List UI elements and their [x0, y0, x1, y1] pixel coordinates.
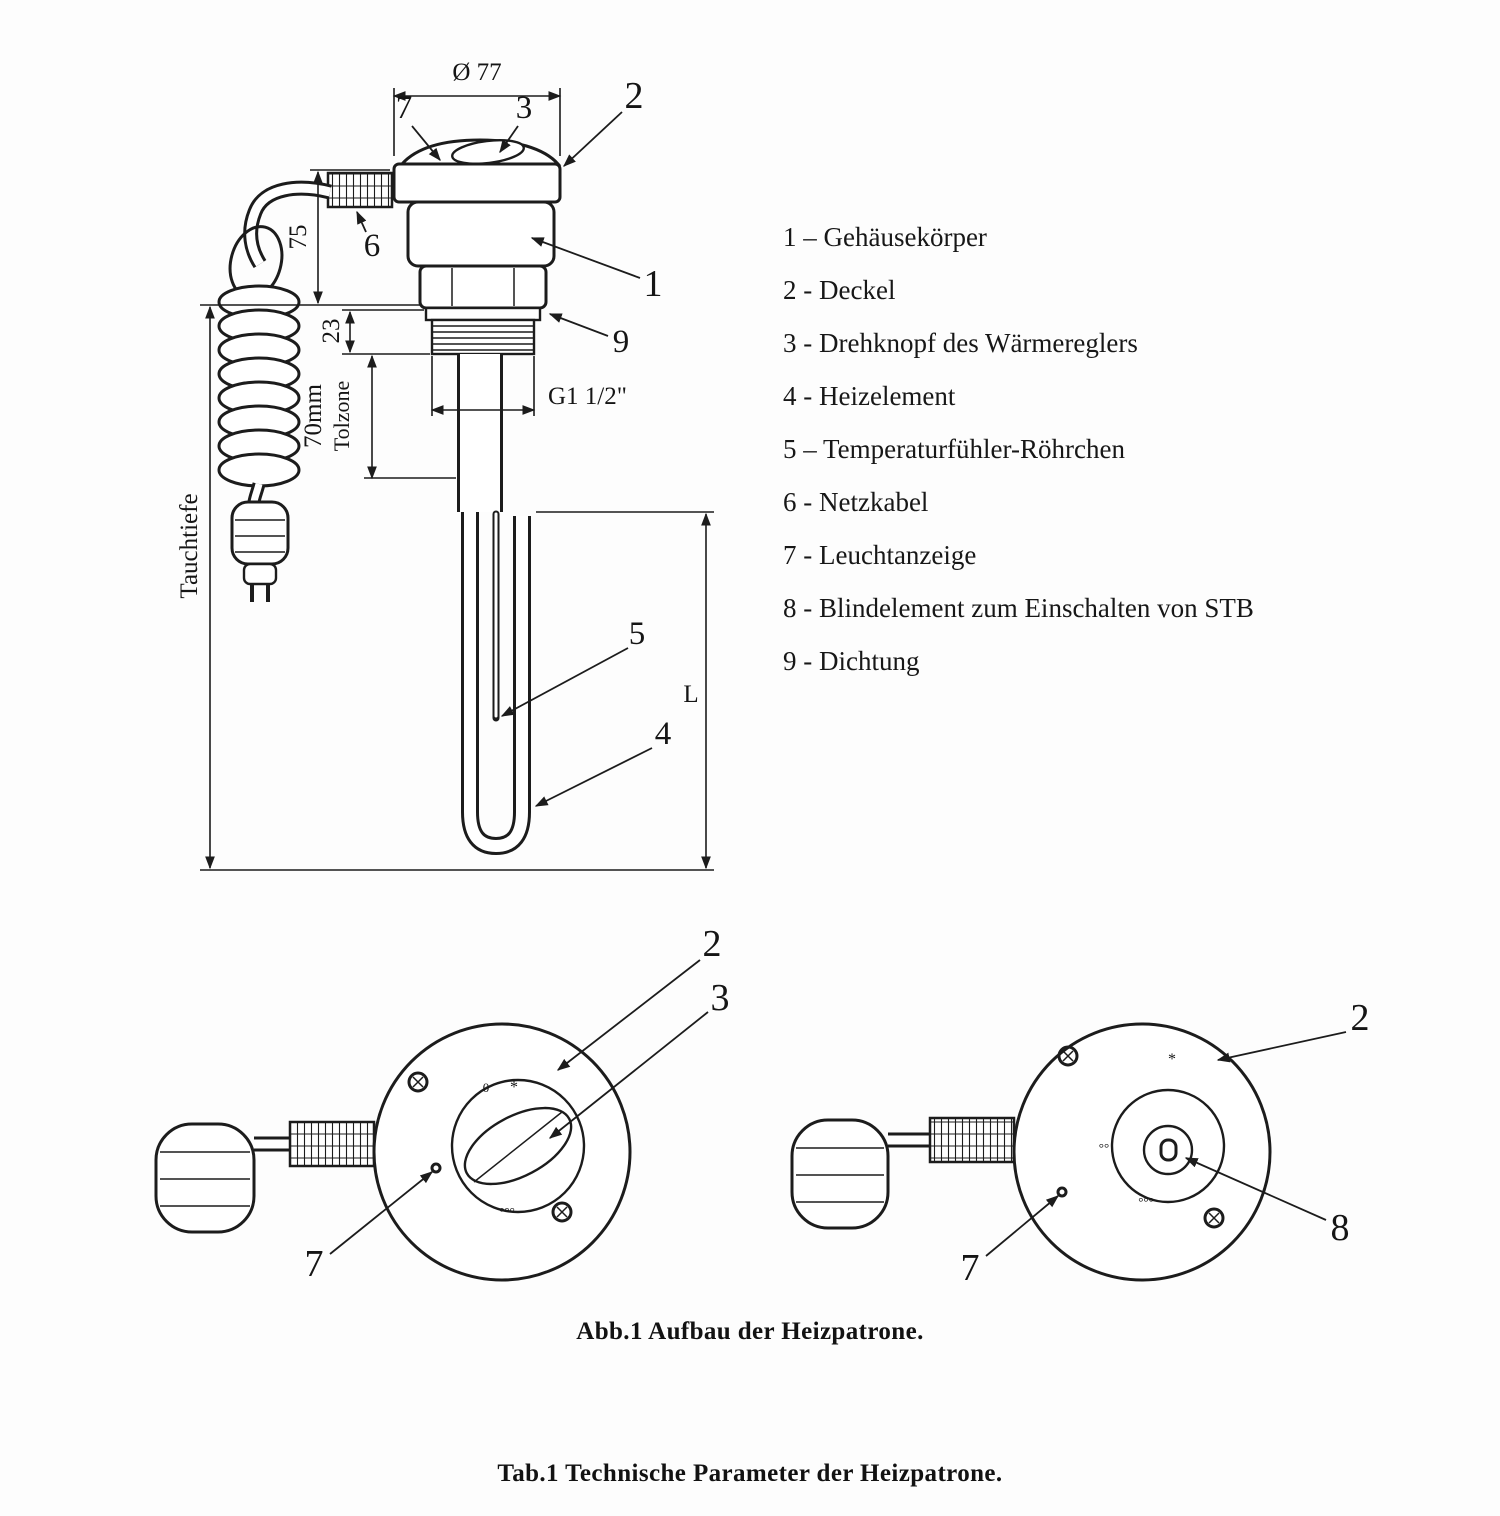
label-tauchtiefe: Tauchtiefe: [176, 493, 203, 598]
ext-23: [342, 309, 430, 355]
legend-item-4: 4 - Heizelement: [783, 381, 956, 411]
legend-item-7: 7 - Leuchtanzeige: [783, 540, 977, 570]
dimension-lines: [200, 88, 714, 871]
indicator-led: [430, 1162, 442, 1174]
label-75: 75: [285, 225, 312, 250]
blind-element-ring: [1142, 1124, 1194, 1176]
thread-lines: [433, 325, 533, 351]
dial-zero-mark: 0: [483, 1080, 490, 1095]
screw-bottom-right: [551, 1201, 573, 1223]
figure-caption: Abb.1 Aufbau der Heizpatrone.: [576, 1318, 924, 1345]
plug-left-view: [154, 1122, 256, 1234]
cap-rect: [392, 162, 562, 204]
power-cord-assembly: [217, 171, 394, 602]
legend-item-8: 8 - Blindelement zum Einschalten von STB: [783, 593, 1254, 623]
main-section-view: Ø 77 75 23 70mm Tolzone Tauchtiefe G1 1/…: [176, 59, 714, 871]
heating-element-fill: [464, 512, 528, 853]
label-23: 23: [318, 319, 345, 344]
legend-item-1: 1 – Gehäusekörper: [783, 222, 987, 252]
cord-coil: [217, 284, 301, 488]
legend-item-9: 9 - Dichtung: [783, 646, 920, 676]
main-callouts: 7 3 2 6 1 9 5 4: [356, 75, 672, 807]
plug-pins: [250, 584, 270, 602]
legend-item-6: 6 - Netzkabel: [783, 487, 929, 517]
seal-washer: [424, 306, 542, 322]
label-tolzone-value: 70mm: [300, 384, 327, 448]
dial-star-mark: *: [510, 1079, 518, 1096]
heating-element-assembly: [457, 354, 531, 856]
top-view-with-knob: 0 * °°° 2 3 7: [154, 923, 730, 1285]
housing-body: [392, 138, 562, 356]
top-view-blind: * °° °°° 2 8 7: [790, 997, 1370, 1289]
knob-face: [463, 1106, 573, 1186]
label-tolzone: Tolzone: [329, 381, 354, 452]
callout-4: 4: [655, 716, 672, 752]
callout-8-right-view: 8: [1331, 1207, 1350, 1249]
dial-dots3-mark-2: °°°: [1138, 1194, 1154, 1209]
left-view-callouts: 2 3 7: [305, 923, 730, 1285]
label-thread-size: G1 1/2": [548, 383, 627, 410]
legend-item-3: 3 - Drehknopf des Wärmereglers: [783, 328, 1138, 358]
callout-7: 7: [396, 90, 413, 126]
dial-dots-mark: °°°: [499, 1204, 515, 1219]
legend-item-2: 2 - Deckel: [783, 275, 896, 305]
label-diameter: Ø 77: [452, 59, 501, 86]
callout-3: 3: [516, 90, 533, 126]
callout-6: 6: [364, 228, 381, 264]
callout-5: 5: [629, 616, 646, 652]
dial-dots2-mark: °°: [1099, 1140, 1109, 1155]
table-caption: Tab.1 Technische Parameter der Heizpatro…: [497, 1460, 1003, 1487]
cable-gland-left-view: [288, 1120, 376, 1168]
cable-fill: [246, 183, 332, 267]
legend-item-5: 5 – Temperaturfühler-Röhrchen: [783, 434, 1125, 464]
indicator-led-2: [1056, 1186, 1068, 1198]
parts-legend: 1 – Gehäusekörper 2 - Deckel 3 - Drehkno…: [783, 224, 1254, 675]
cable-gland: [326, 171, 394, 209]
callout-9: 9: [613, 324, 630, 360]
housing-mid: [406, 200, 556, 268]
thread-section: [430, 318, 536, 356]
callout-2: 2: [625, 75, 644, 117]
blind-element: [1159, 1138, 1178, 1162]
label-length: L: [683, 681, 698, 708]
callout-3-left-view: 3: [711, 977, 730, 1019]
hex-nut: [418, 264, 548, 310]
dial-star-mark-2: *: [1168, 1051, 1176, 1068]
plug-right-view: [790, 1118, 890, 1230]
callout-7-left-view: 7: [305, 1243, 324, 1285]
screw-top-left: [407, 1071, 429, 1093]
cable-gland-right-view: [928, 1116, 1016, 1164]
callout-1: 1: [644, 263, 663, 305]
callout-2-left-view: 2: [703, 923, 722, 965]
right-view-callouts: 2 8 7: [961, 997, 1370, 1289]
callout-7-right-view: 7: [961, 1247, 980, 1289]
knob-grip: [473, 1111, 563, 1183]
screw-bottom-right-2: [1203, 1207, 1225, 1229]
callout-2-right-view: 2: [1351, 997, 1370, 1039]
hex-nut-facets: [451, 268, 515, 306]
screw-top-left-2: [1057, 1045, 1079, 1067]
power-plug: [230, 500, 290, 602]
